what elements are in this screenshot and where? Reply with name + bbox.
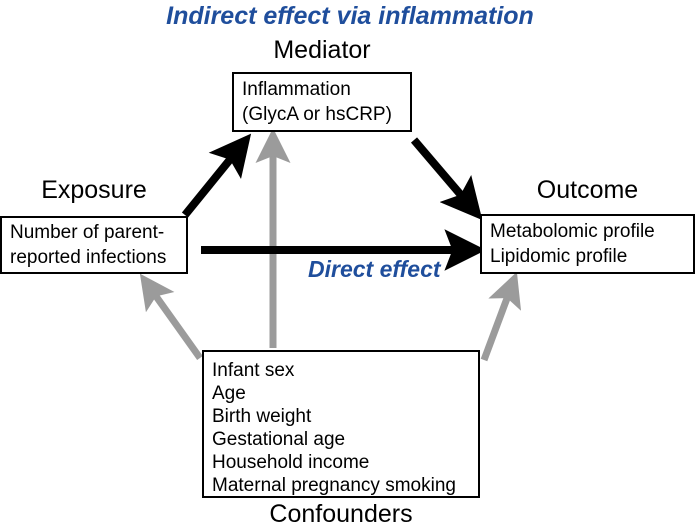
mediator-line-1: Inflammation <box>242 79 351 100</box>
outcome-group-label: Outcome <box>536 176 639 204</box>
outcome-node: Metabolomic profile Lipidomic profile <box>480 214 695 274</box>
indirect-effect-title: Indirect effect via inflammation <box>166 2 534 30</box>
confounder-item: Age <box>212 383 246 404</box>
arrow-mediator-to-outcome <box>410 137 483 221</box>
mediator-group-label: Mediator <box>273 36 371 64</box>
confounders-group-label: Confounders <box>269 500 413 528</box>
mediator-line-2: (GlycA or hsCRP) <box>242 104 392 125</box>
arrow-confounders-to-exposure <box>139 273 203 361</box>
arrow-exposure-to-mediator <box>181 133 252 218</box>
arrow-confounders-to-outcome <box>480 271 522 362</box>
confounder-item: Maternal pregnancy smoking <box>212 475 456 496</box>
confounders-node: Infant sex Age Birth weight Gestational … <box>202 350 480 498</box>
exposure-line-1: Number of parent- <box>10 222 165 243</box>
outcome-line-2: Lipidomic profile <box>490 246 628 267</box>
confounder-item: Infant sex <box>212 360 295 381</box>
confounder-item: Gestational age <box>212 429 346 450</box>
exposure-line-2: reported infections <box>10 247 167 268</box>
confounder-item: Household income <box>212 452 370 473</box>
outcome-line-1: Metabolomic profile <box>490 221 655 242</box>
mediator-node: Inflammation (GlycA or hsCRP) <box>232 72 412 132</box>
direct-effect-label: Direct effect <box>308 256 441 282</box>
confounder-item: Birth weight <box>212 406 312 427</box>
exposure-node: Number of parent- reported infections <box>0 216 188 274</box>
exposure-group-label: Exposure <box>41 176 147 204</box>
